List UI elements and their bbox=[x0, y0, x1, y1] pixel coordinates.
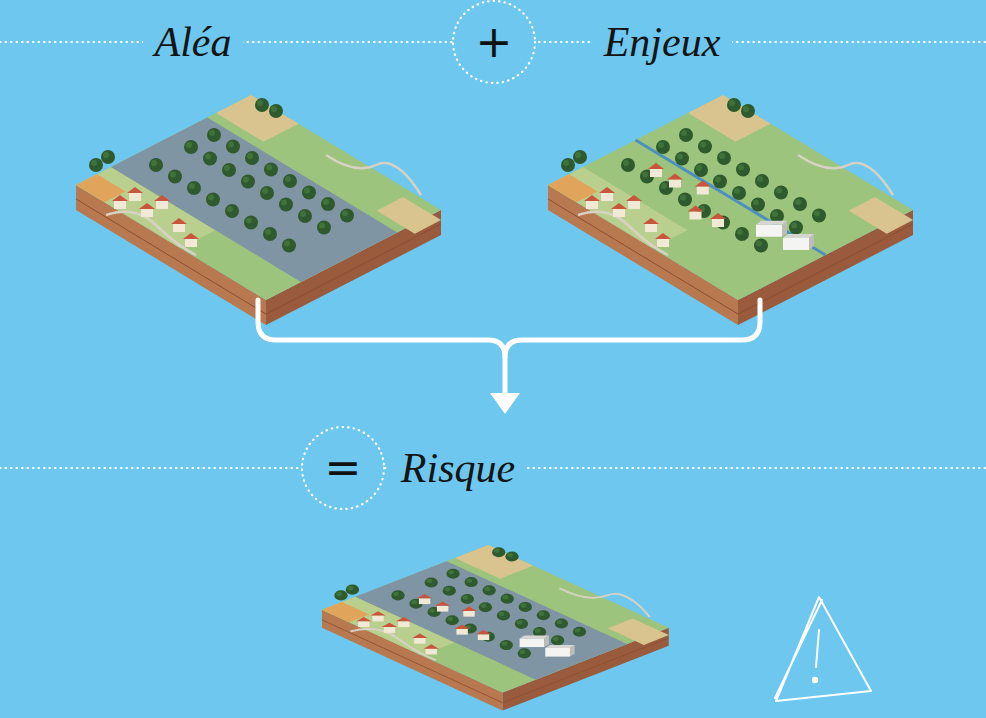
merge-bracket bbox=[258, 300, 760, 395]
risk-block bbox=[322, 545, 669, 711]
operator-circle: = bbox=[300, 425, 386, 511]
term-label: Aléa bbox=[143, 17, 244, 67]
operator-circle: + bbox=[451, 0, 537, 85]
operator-sign: + bbox=[451, 0, 537, 85]
stakes-block bbox=[548, 95, 913, 325]
warning-symbol bbox=[775, 597, 871, 701]
arrow-head bbox=[490, 393, 520, 414]
operator-sign: = bbox=[300, 425, 386, 511]
term-label: Risque bbox=[389, 443, 527, 493]
hazard-block bbox=[76, 95, 441, 325]
term-label: Enjeux bbox=[592, 17, 733, 67]
